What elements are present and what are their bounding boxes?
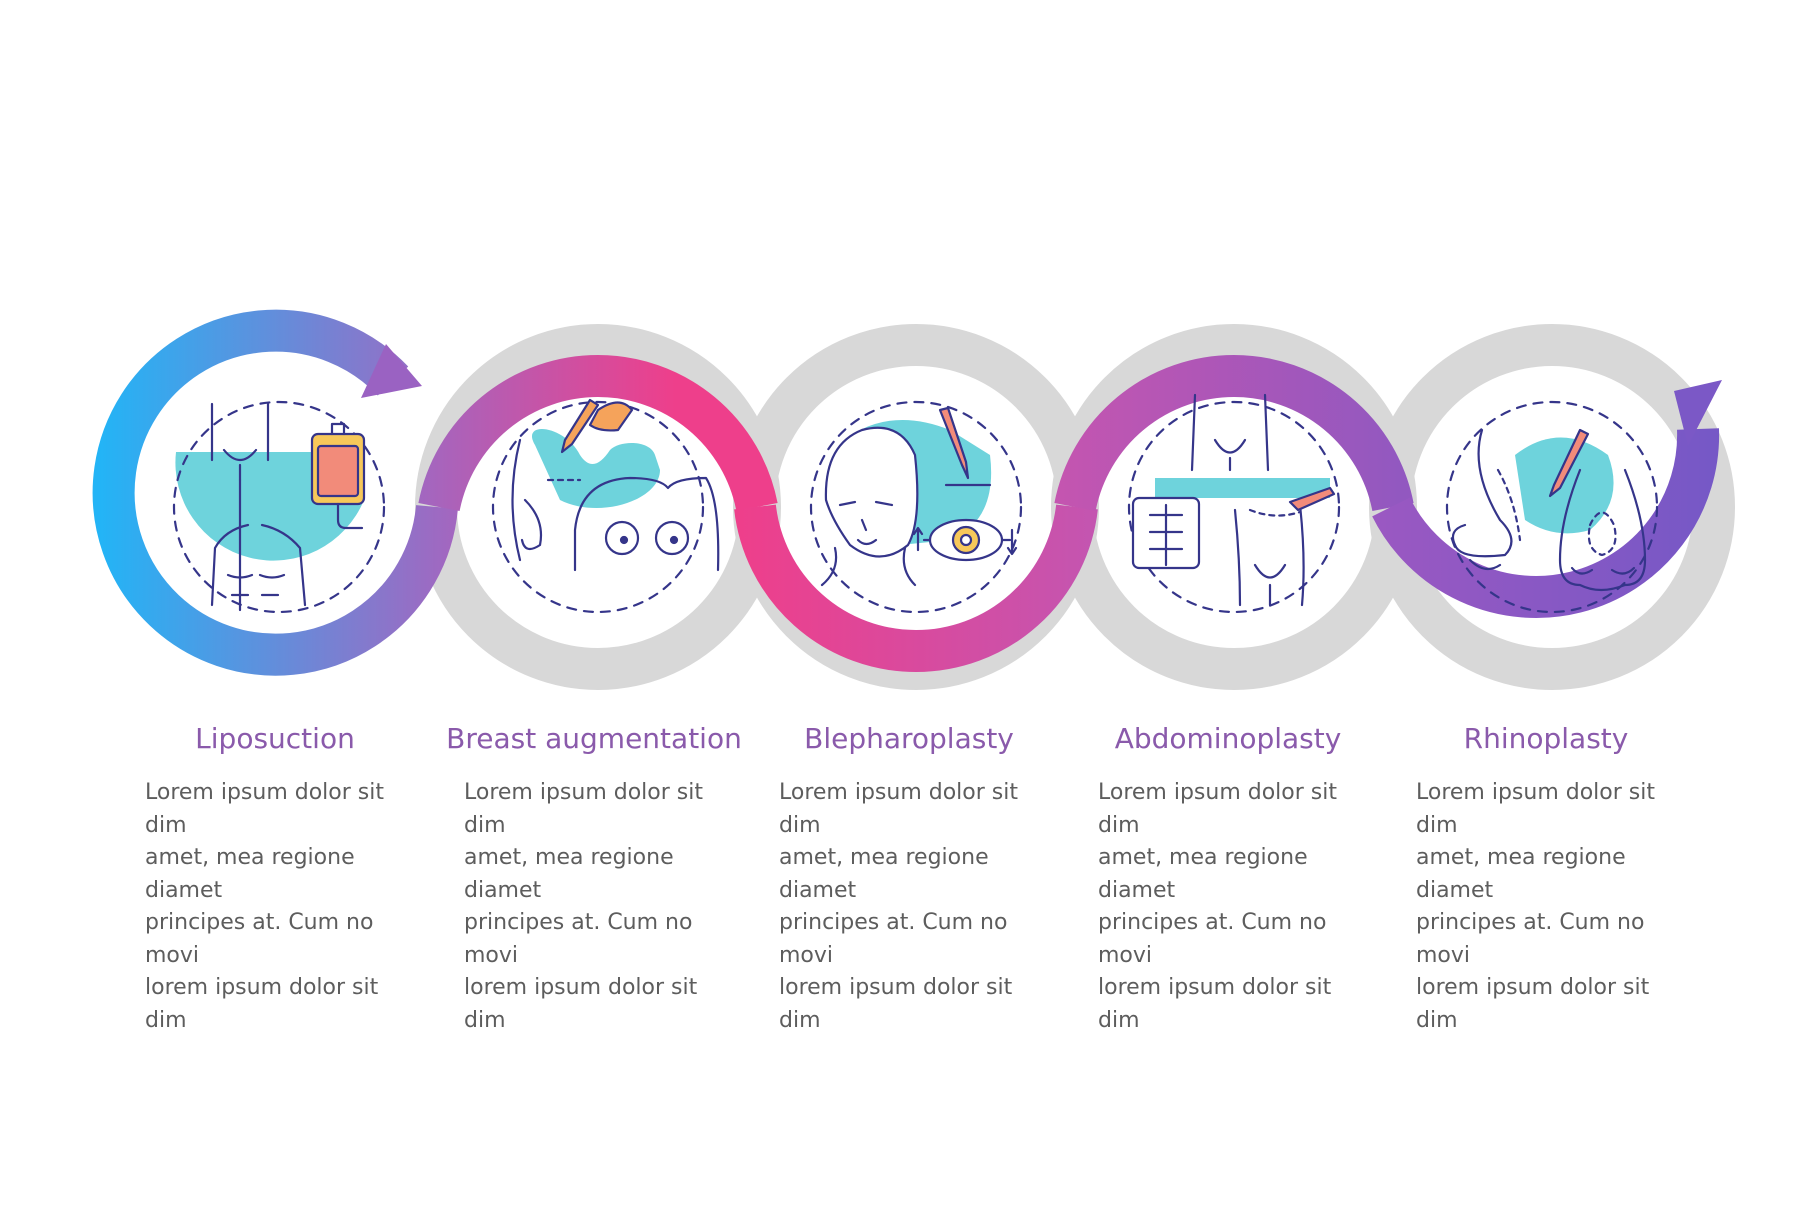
desc-line: Lorem ipsum dolor sit dim bbox=[779, 780, 1018, 838]
step-title: Rhinoplasty bbox=[1463, 722, 1629, 755]
desc-line: amet, mea regione diamet bbox=[464, 845, 674, 903]
step-description: Lorem ipsum dolor sit dim amet, mea regi… bbox=[1078, 777, 1378, 1037]
step-description: Lorem ipsum dolor sit dim amet, mea regi… bbox=[759, 777, 1059, 1037]
desc-line: lorem ipsum dolor sit dim bbox=[464, 975, 698, 1033]
step-title: Liposuction bbox=[195, 722, 355, 755]
desc-line: amet, mea regione diamet bbox=[1098, 845, 1308, 903]
arc-blepharoplasty bbox=[734, 504, 1098, 672]
liposuction-icon bbox=[172, 400, 386, 614]
desc-line: principes at. Cum no movi bbox=[464, 910, 693, 968]
arc-liposuction bbox=[92, 309, 458, 676]
step-description: Lorem ipsum dolor sit dim amet, mea regi… bbox=[1396, 777, 1696, 1037]
ribbon-start-tip bbox=[361, 344, 422, 398]
step-abdominoplasty: Abdominoplasty Lorem ipsum dolor sit dim… bbox=[1078, 722, 1378, 1037]
desc-line: principes at. Cum no movi bbox=[1416, 910, 1645, 968]
desc-line: amet, mea regione diamet bbox=[145, 845, 355, 903]
desc-line: Lorem ipsum dolor sit dim bbox=[464, 780, 703, 838]
desc-line: amet, mea regione diamet bbox=[1416, 845, 1626, 903]
step-title: Abdominoplasty bbox=[1114, 722, 1342, 755]
desc-line: lorem ipsum dolor sit dim bbox=[779, 975, 1013, 1033]
desc-line: lorem ipsum dolor sit dim bbox=[1416, 975, 1650, 1033]
arc-rhinoplasty bbox=[1372, 428, 1720, 618]
step-description: Lorem ipsum dolor sit dim amet, mea regi… bbox=[125, 777, 425, 1037]
desc-line: principes at. Cum no movi bbox=[145, 910, 374, 968]
step-description: Lorem ipsum dolor sit dim amet, mea regi… bbox=[444, 777, 744, 1037]
step-title: Blepharoplasty bbox=[804, 722, 1014, 755]
blepharoplasty-icon bbox=[809, 400, 1023, 614]
step-breast-augmentation: Breast augmentation Lorem ipsum dolor si… bbox=[444, 722, 744, 1037]
desc-line: principes at. Cum no movi bbox=[779, 910, 1008, 968]
step-title: Breast augmentation bbox=[446, 722, 742, 755]
arc-abdominoplasty bbox=[1054, 355, 1414, 512]
desc-line: lorem ipsum dolor sit dim bbox=[1098, 975, 1332, 1033]
step-rhinoplasty: Rhinoplasty Lorem ipsum dolor sit dim am… bbox=[1396, 722, 1696, 1037]
step-blepharoplasty: Blepharoplasty Lorem ipsum dolor sit dim… bbox=[759, 722, 1059, 1037]
desc-line: principes at. Cum no movi bbox=[1098, 910, 1327, 968]
abdominoplasty-icon bbox=[1127, 393, 1341, 614]
ribbon-end-tip bbox=[1674, 380, 1722, 446]
desc-line: Lorem ipsum dolor sit dim bbox=[1098, 780, 1337, 838]
desc-line: lorem ipsum dolor sit dim bbox=[145, 975, 379, 1033]
arc-breast-augmentation bbox=[418, 355, 778, 512]
desc-line: Lorem ipsum dolor sit dim bbox=[1416, 780, 1655, 838]
step-liposuction: Liposuction Lorem ipsum dolor sit dim am… bbox=[125, 722, 425, 1037]
colored-arcs bbox=[92, 309, 1720, 676]
desc-line: Lorem ipsum dolor sit dim bbox=[145, 780, 384, 838]
rhinoplasty-icon bbox=[1445, 400, 1659, 614]
breast-augmentation-icon bbox=[491, 398, 720, 614]
desc-line: amet, mea regione diamet bbox=[779, 845, 989, 903]
